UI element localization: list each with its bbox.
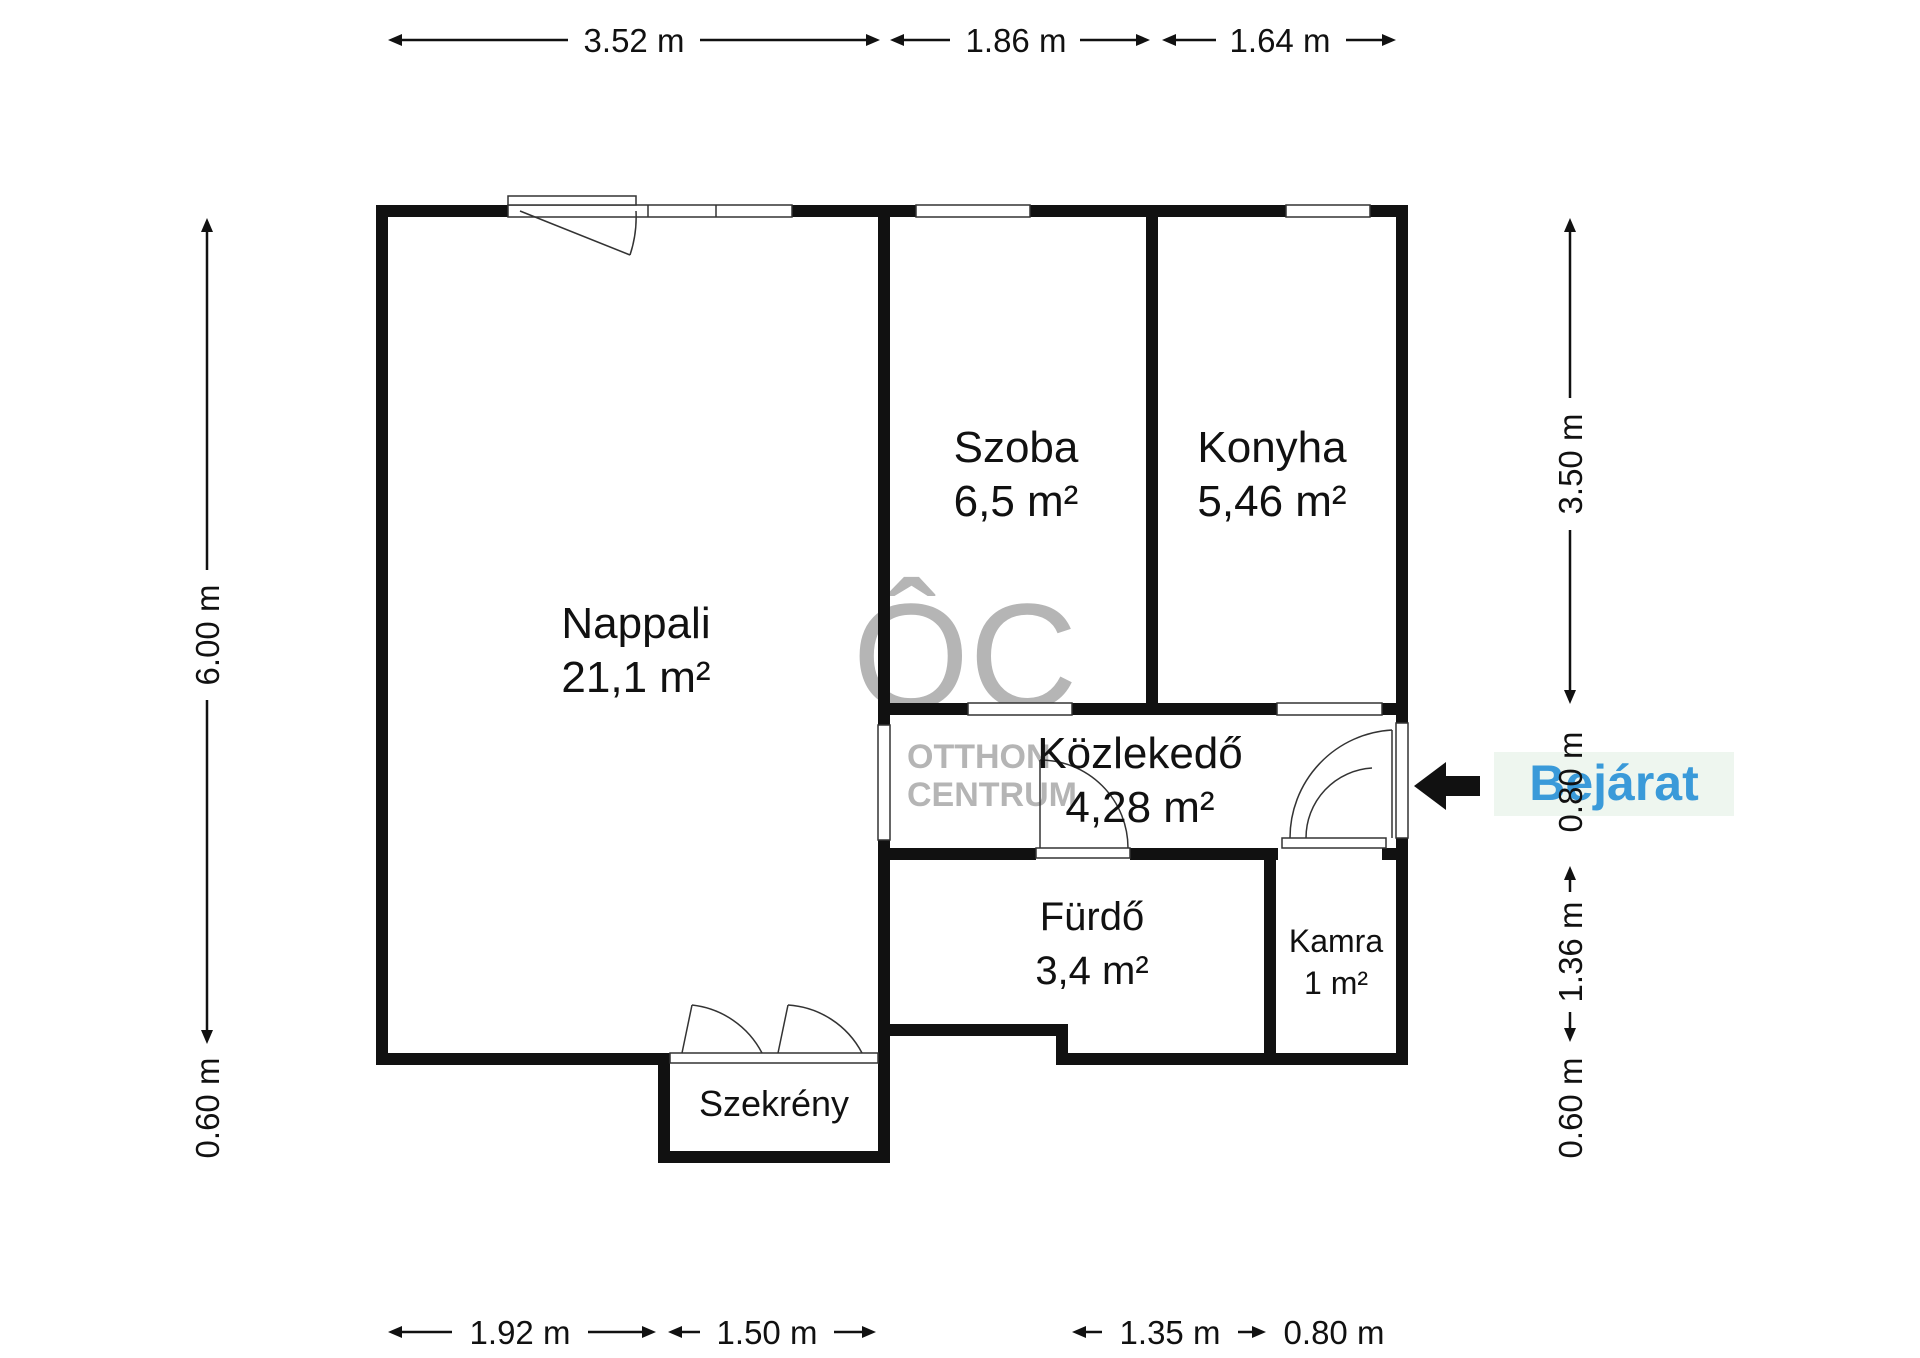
dim-bottom-2: 1.50 m [717, 1314, 818, 1351]
room-furdo-name: Fürdő [1040, 895, 1145, 939]
window-nappali-frame [507, 195, 637, 206]
room-konyha-name: Konyha [1197, 423, 1347, 472]
dim-right-4: 0.60 m [1552, 1058, 1589, 1159]
room-konyha-area: 5,46 m² [1197, 477, 1346, 526]
room-kozlekedo-area: 4,28 m² [1065, 783, 1214, 832]
doors [519, 210, 1409, 1064]
dim-top-1: 3.52 m [584, 22, 685, 59]
windows [507, 195, 1383, 841]
room-szekreny-name: Szekrény [699, 1083, 849, 1124]
dim-right-2: 0.80 m [1552, 732, 1589, 833]
walls [376, 205, 1408, 1163]
room-furdo-area: 3,4 m² [1035, 949, 1148, 993]
window-nappali [507, 204, 793, 218]
entrance-badge [1494, 752, 1734, 816]
room-kamra-area: 1 m² [1304, 965, 1368, 1001]
room-nappali-name: Nappali [561, 599, 710, 648]
dim-top-2: 1.86 m [966, 22, 1067, 59]
window-corridor-left [877, 724, 891, 841]
entrance-arrow-icon [1414, 762, 1480, 810]
room-kozlekedo-name: Közlekedő [1037, 729, 1242, 778]
room-nappali-area: 21,1 m² [561, 653, 710, 702]
dim-left-1: 6.00 m [189, 585, 226, 686]
room-szoba-name: Szoba [954, 423, 1079, 472]
dim-bottom-1: 1.92 m [470, 1314, 571, 1351]
dim-left-2: 0.60 m [189, 1058, 226, 1159]
dim-bottom-3: 1.35 m [1120, 1314, 1221, 1351]
dim-right-1: 3.50 m [1552, 414, 1589, 515]
room-labels: Nappali 21,1 m² Szoba 6,5 m² Konyha 5,46… [561, 423, 1383, 1124]
dimensions-top: 3.52 m 1.86 m 1.64 m [388, 22, 1396, 59]
entrance: Bejárat [1414, 752, 1734, 816]
entrance-label: Bejárat [1529, 755, 1699, 811]
dim-right-3: 1.36 m [1552, 902, 1589, 1003]
dimensions-bottom: 1.92 m 1.50 m 1.35 m 0.80 m [388, 1314, 1384, 1351]
dimensions-left: 6.00 m 0.60 m [189, 218, 226, 1158]
watermark-line2: CENTRUM [907, 776, 1077, 814]
dim-top-3: 1.64 m [1230, 22, 1331, 59]
room-kamra-name: Kamra [1289, 923, 1383, 959]
window-corridor-top [967, 702, 1073, 716]
window-szoba [915, 204, 1031, 218]
window-corridor-top-right [1276, 702, 1383, 716]
window-konyha [1285, 204, 1371, 218]
watermark-line1: OTTHON [907, 738, 1051, 776]
dimensions-right: 3.50 m 0.80 m 1.36 m 0.60 m [1552, 218, 1589, 1158]
dim-bottom-4: 0.80 m [1284, 1314, 1385, 1351]
room-szoba-area: 6,5 m² [954, 477, 1079, 526]
